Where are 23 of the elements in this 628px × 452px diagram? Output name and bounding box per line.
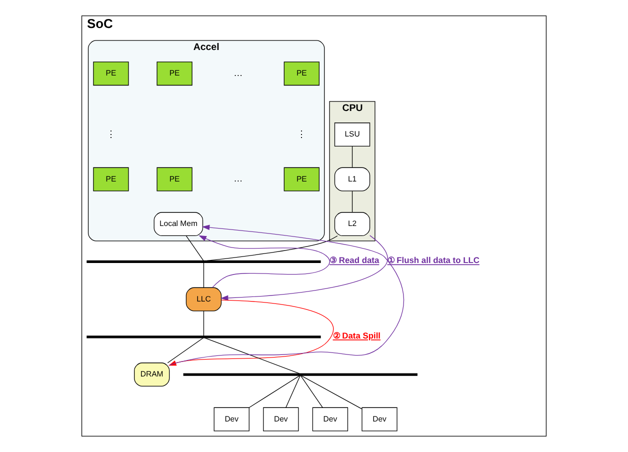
connector (206, 236, 338, 261)
connector (204, 338, 300, 374)
edge-label: ② Data Spill (332, 330, 381, 340)
label: … (234, 174, 243, 184)
node-bar (86, 336, 321, 338)
label: … (234, 68, 243, 78)
edge-label: ③ Read data (330, 255, 380, 266)
connector (186, 235, 204, 261)
arrow (220, 235, 388, 301)
connector (203, 262, 204, 288)
connector (248, 375, 300, 408)
node-bar (86, 260, 321, 263)
label: ⋮ (106, 128, 116, 139)
connector (352, 190, 353, 212)
connector (300, 375, 323, 408)
arrow (198, 235, 330, 288)
node-bar (183, 373, 418, 376)
label: ⋮ (297, 128, 306, 139)
connector (286, 375, 300, 408)
connector (352, 146, 353, 168)
connector (203, 310, 204, 336)
connector (300, 375, 362, 410)
connector (167, 338, 204, 364)
